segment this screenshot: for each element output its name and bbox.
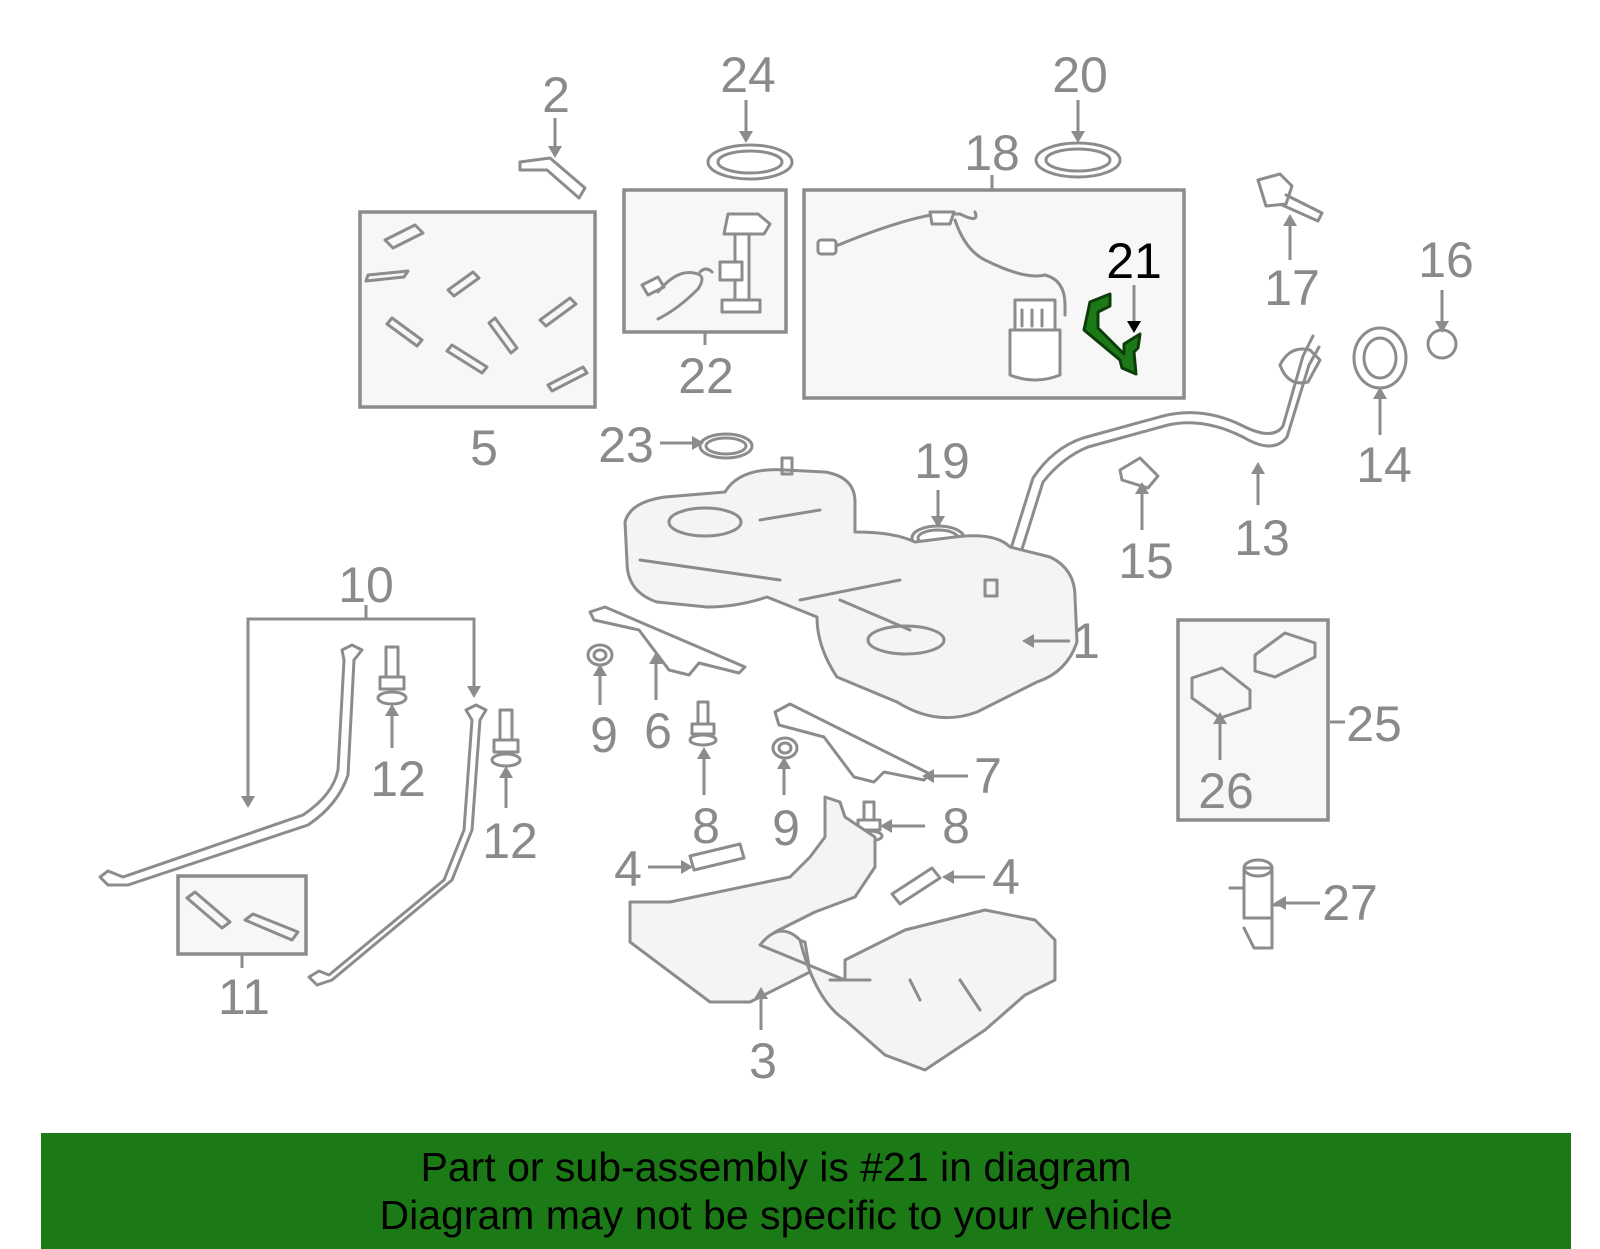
part-10-straps-bracket — [241, 605, 481, 808]
label-7: 7 — [974, 748, 1002, 804]
label-18: 18 — [964, 125, 1020, 181]
label-2: 2 — [542, 67, 570, 123]
part-24-lock-ring[interactable] — [706, 143, 794, 181]
arrow-4a — [681, 860, 693, 874]
label-20: 20 — [1052, 47, 1108, 103]
label-8a: 8 — [692, 798, 720, 854]
part-14-filler-housing[interactable] — [1352, 326, 1408, 390]
label-24: 24 — [720, 47, 776, 103]
arrow-17 — [1283, 214, 1297, 226]
label-6: 6 — [644, 703, 672, 759]
arrow-3 — [754, 987, 768, 999]
label-12b: 12 — [482, 813, 538, 869]
part-12-bolt-b[interactable] — [490, 708, 522, 768]
label-9a: 9 — [590, 707, 618, 763]
arrow-9b — [777, 757, 791, 769]
part-17-vent-valve[interactable] — [1256, 172, 1324, 223]
parts-diagram: 5 2 24 22 — [98, 47, 1474, 1089]
label-9b: 9 — [772, 800, 800, 856]
arrow-9a — [593, 664, 607, 676]
banner-line-1: Part or sub-assembly is #21 in diagram — [420, 1144, 1132, 1190]
part-10-strap-right[interactable] — [307, 703, 488, 987]
label-4a: 4 — [614, 841, 642, 897]
label-19: 19 — [914, 433, 970, 489]
arrow-15 — [1135, 482, 1149, 494]
label-15: 15 — [1118, 533, 1174, 589]
part-16-cap[interactable] — [1426, 328, 1458, 360]
arrow-12b — [499, 766, 513, 778]
part-22-sender-assembly[interactable] — [622, 188, 788, 334]
label-27: 27 — [1322, 875, 1378, 931]
banner-line-2: Diagram may not be specific to your vehi… — [379, 1192, 1173, 1238]
part-7-bracket[interactable] — [773, 702, 932, 784]
label-22: 22 — [678, 348, 734, 404]
arrow-20 — [1071, 131, 1085, 143]
part-1-fuel-tank[interactable] — [623, 456, 1079, 720]
label-12a: 12 — [370, 751, 426, 807]
part-9-nut-b[interactable] — [771, 736, 799, 760]
part-25-module-box[interactable] — [1176, 618, 1330, 822]
label-25: 25 — [1346, 696, 1402, 752]
label-17: 17 — [1264, 260, 1320, 316]
part-20-lock-ring[interactable] — [1034, 141, 1122, 179]
arrow-6 — [649, 652, 663, 664]
arrow-1 — [1022, 634, 1034, 648]
label-5: 5 — [470, 420, 498, 476]
info-banner: Part or sub-assembly is #21 in diagram D… — [41, 1133, 1571, 1249]
arrow-26 — [1213, 712, 1227, 724]
label-4b: 4 — [992, 849, 1020, 905]
part-15-clip[interactable] — [1118, 456, 1160, 490]
part-5-pad-kit[interactable] — [358, 210, 597, 409]
arrow-16 — [1435, 321, 1449, 333]
arrow-23 — [692, 436, 704, 450]
label-13: 13 — [1234, 510, 1290, 566]
arrow-8a — [697, 747, 711, 759]
label-1: 1 — [1072, 613, 1100, 669]
part-23-seal-ring[interactable] — [698, 432, 754, 460]
arrow-24 — [739, 131, 753, 143]
part-12-bolt-a[interactable] — [376, 645, 408, 706]
label-26: 26 — [1198, 763, 1254, 819]
part-9-nut-a[interactable] — [586, 643, 614, 667]
label-8b: 8 — [942, 798, 970, 854]
arrow-21 — [1127, 321, 1141, 333]
arrow-13 — [1251, 462, 1265, 474]
part-10-strap-left[interactable] — [98, 643, 364, 887]
part-4-pad-a[interactable] — [688, 842, 746, 872]
label-14: 14 — [1356, 437, 1412, 493]
arrow-12a — [385, 704, 399, 716]
label-23: 23 — [598, 417, 654, 473]
label-11: 11 — [218, 969, 270, 1025]
part-6-bracket[interactable] — [588, 605, 747, 677]
arrow-8b — [880, 819, 892, 833]
arrow-27 — [1274, 896, 1286, 910]
arrow-14 — [1373, 387, 1387, 399]
arrow-7 — [922, 769, 934, 783]
arrow-19 — [931, 516, 945, 528]
arrow-4b — [942, 870, 954, 884]
part-21-highlighted-bracket[interactable] — [1082, 292, 1142, 376]
part-11-spacers[interactable] — [176, 874, 308, 956]
part-4-pad-b[interactable] — [890, 866, 942, 906]
arrow-2 — [548, 146, 562, 158]
part-2-bracket[interactable] — [518, 156, 587, 200]
label-3: 3 — [749, 1033, 777, 1089]
part-8-bolt-a[interactable] — [688, 700, 718, 747]
label-10: 10 — [338, 557, 394, 613]
label-21: 21 — [1106, 233, 1162, 289]
label-16: 16 — [1418, 232, 1474, 288]
